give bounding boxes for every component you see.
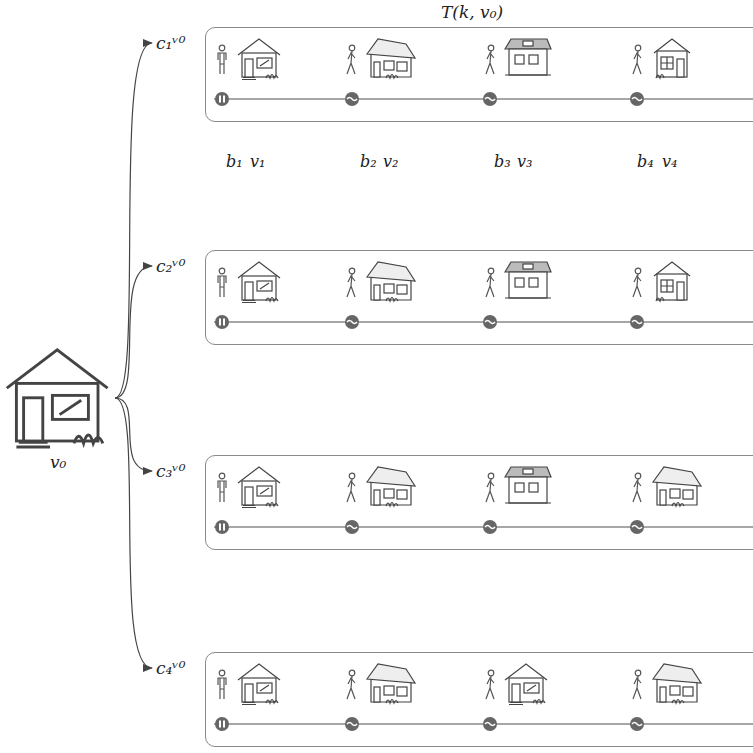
sequence-label: c₁ᵛ⁰ xyxy=(156,33,185,53)
sequence-label: c₄ᵛ⁰ xyxy=(156,658,185,678)
timeline-label: b₃ xyxy=(494,152,511,171)
timeline-label: v₃ xyxy=(517,152,532,171)
panel-frame xyxy=(205,250,753,345)
sequence-panel: c₃ᵛ⁰ xyxy=(150,455,753,550)
sequence-label: c₃ᵛ⁰ xyxy=(156,461,185,481)
node-label: v₀ xyxy=(50,452,66,472)
timeline-label: b₁ xyxy=(226,152,243,171)
timeline-label: b₄ xyxy=(637,152,654,171)
diagram-title: T(k, v₀) xyxy=(441,2,503,22)
timeline-label: v₂ xyxy=(383,152,398,171)
connector-arrow xyxy=(115,266,152,398)
timeline-label: b₂ xyxy=(360,152,377,171)
sequence-panel: c₂ᵛ⁰ xyxy=(150,250,753,345)
timeline-label: v₄ xyxy=(662,152,677,171)
panel-frame xyxy=(205,652,753,747)
panel-frame xyxy=(205,27,753,122)
connector-arrow xyxy=(115,398,152,471)
sequence-panel: c₄ᵛ⁰ xyxy=(150,652,753,747)
connector-arrow xyxy=(115,398,152,668)
sequence-panel: c₁ᵛ⁰ xyxy=(150,27,753,122)
panel-frame xyxy=(205,455,753,550)
sequence-label: c₂ᵛ⁰ xyxy=(156,256,185,276)
timeline-label: v₁ xyxy=(250,152,265,171)
connector-arrow xyxy=(115,43,152,398)
house-node: v₀ xyxy=(0,340,115,480)
